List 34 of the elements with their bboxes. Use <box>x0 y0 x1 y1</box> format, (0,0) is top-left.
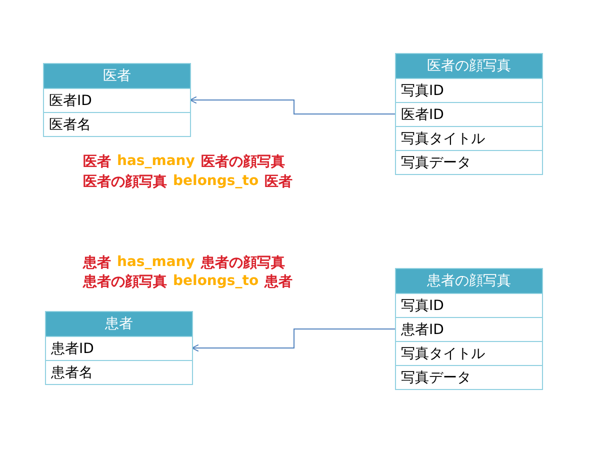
field-row: 写真タイトル <box>396 341 542 365</box>
connector-arrow <box>192 328 396 352</box>
field-row: 医者ID <box>44 88 190 112</box>
entity-table <box>395 53 543 175</box>
relation-keyword: belongs_to <box>173 173 259 191</box>
table-title: 医者の顔写真 <box>396 54 542 78</box>
table-title: 患者 <box>46 312 192 336</box>
relation-text: 医者の顔写真 <box>200 153 285 171</box>
field-row: 写真データ <box>396 150 542 174</box>
field-row: 写真ID <box>396 293 542 317</box>
connector-arrow <box>190 96 396 114</box>
relation-text: 患者 <box>83 254 111 272</box>
relation-text: 患者 <box>264 273 293 291</box>
field-row: 患者名 <box>46 360 192 384</box>
field-row: 写真タイトル <box>396 126 542 150</box>
field-row: 患者ID <box>46 336 192 360</box>
relation-keyword: has_many <box>117 153 195 171</box>
table-title: 医者 <box>44 64 190 88</box>
entity-table <box>43 63 191 137</box>
relation-text: 患者の顔写真 <box>83 273 167 291</box>
entity-table <box>45 311 193 385</box>
field-row: 写真データ <box>396 365 542 389</box>
table-title: 患者の顔写真 <box>396 269 542 293</box>
relation-text: 医者 <box>264 173 293 191</box>
relation-keyword: has_many <box>117 254 195 272</box>
field-row: 写真ID <box>396 78 542 102</box>
field-row: 患者ID <box>396 317 542 341</box>
entity-table <box>395 268 543 390</box>
relation-text: 医者の顔写真 <box>83 173 167 191</box>
field-row: 医者ID <box>396 102 542 126</box>
relation-text: 医者 <box>83 153 111 171</box>
relation-text: 患者の顔写真 <box>200 254 285 272</box>
field-row: 医者名 <box>44 112 190 136</box>
relation-keyword: belongs_to <box>173 273 259 291</box>
